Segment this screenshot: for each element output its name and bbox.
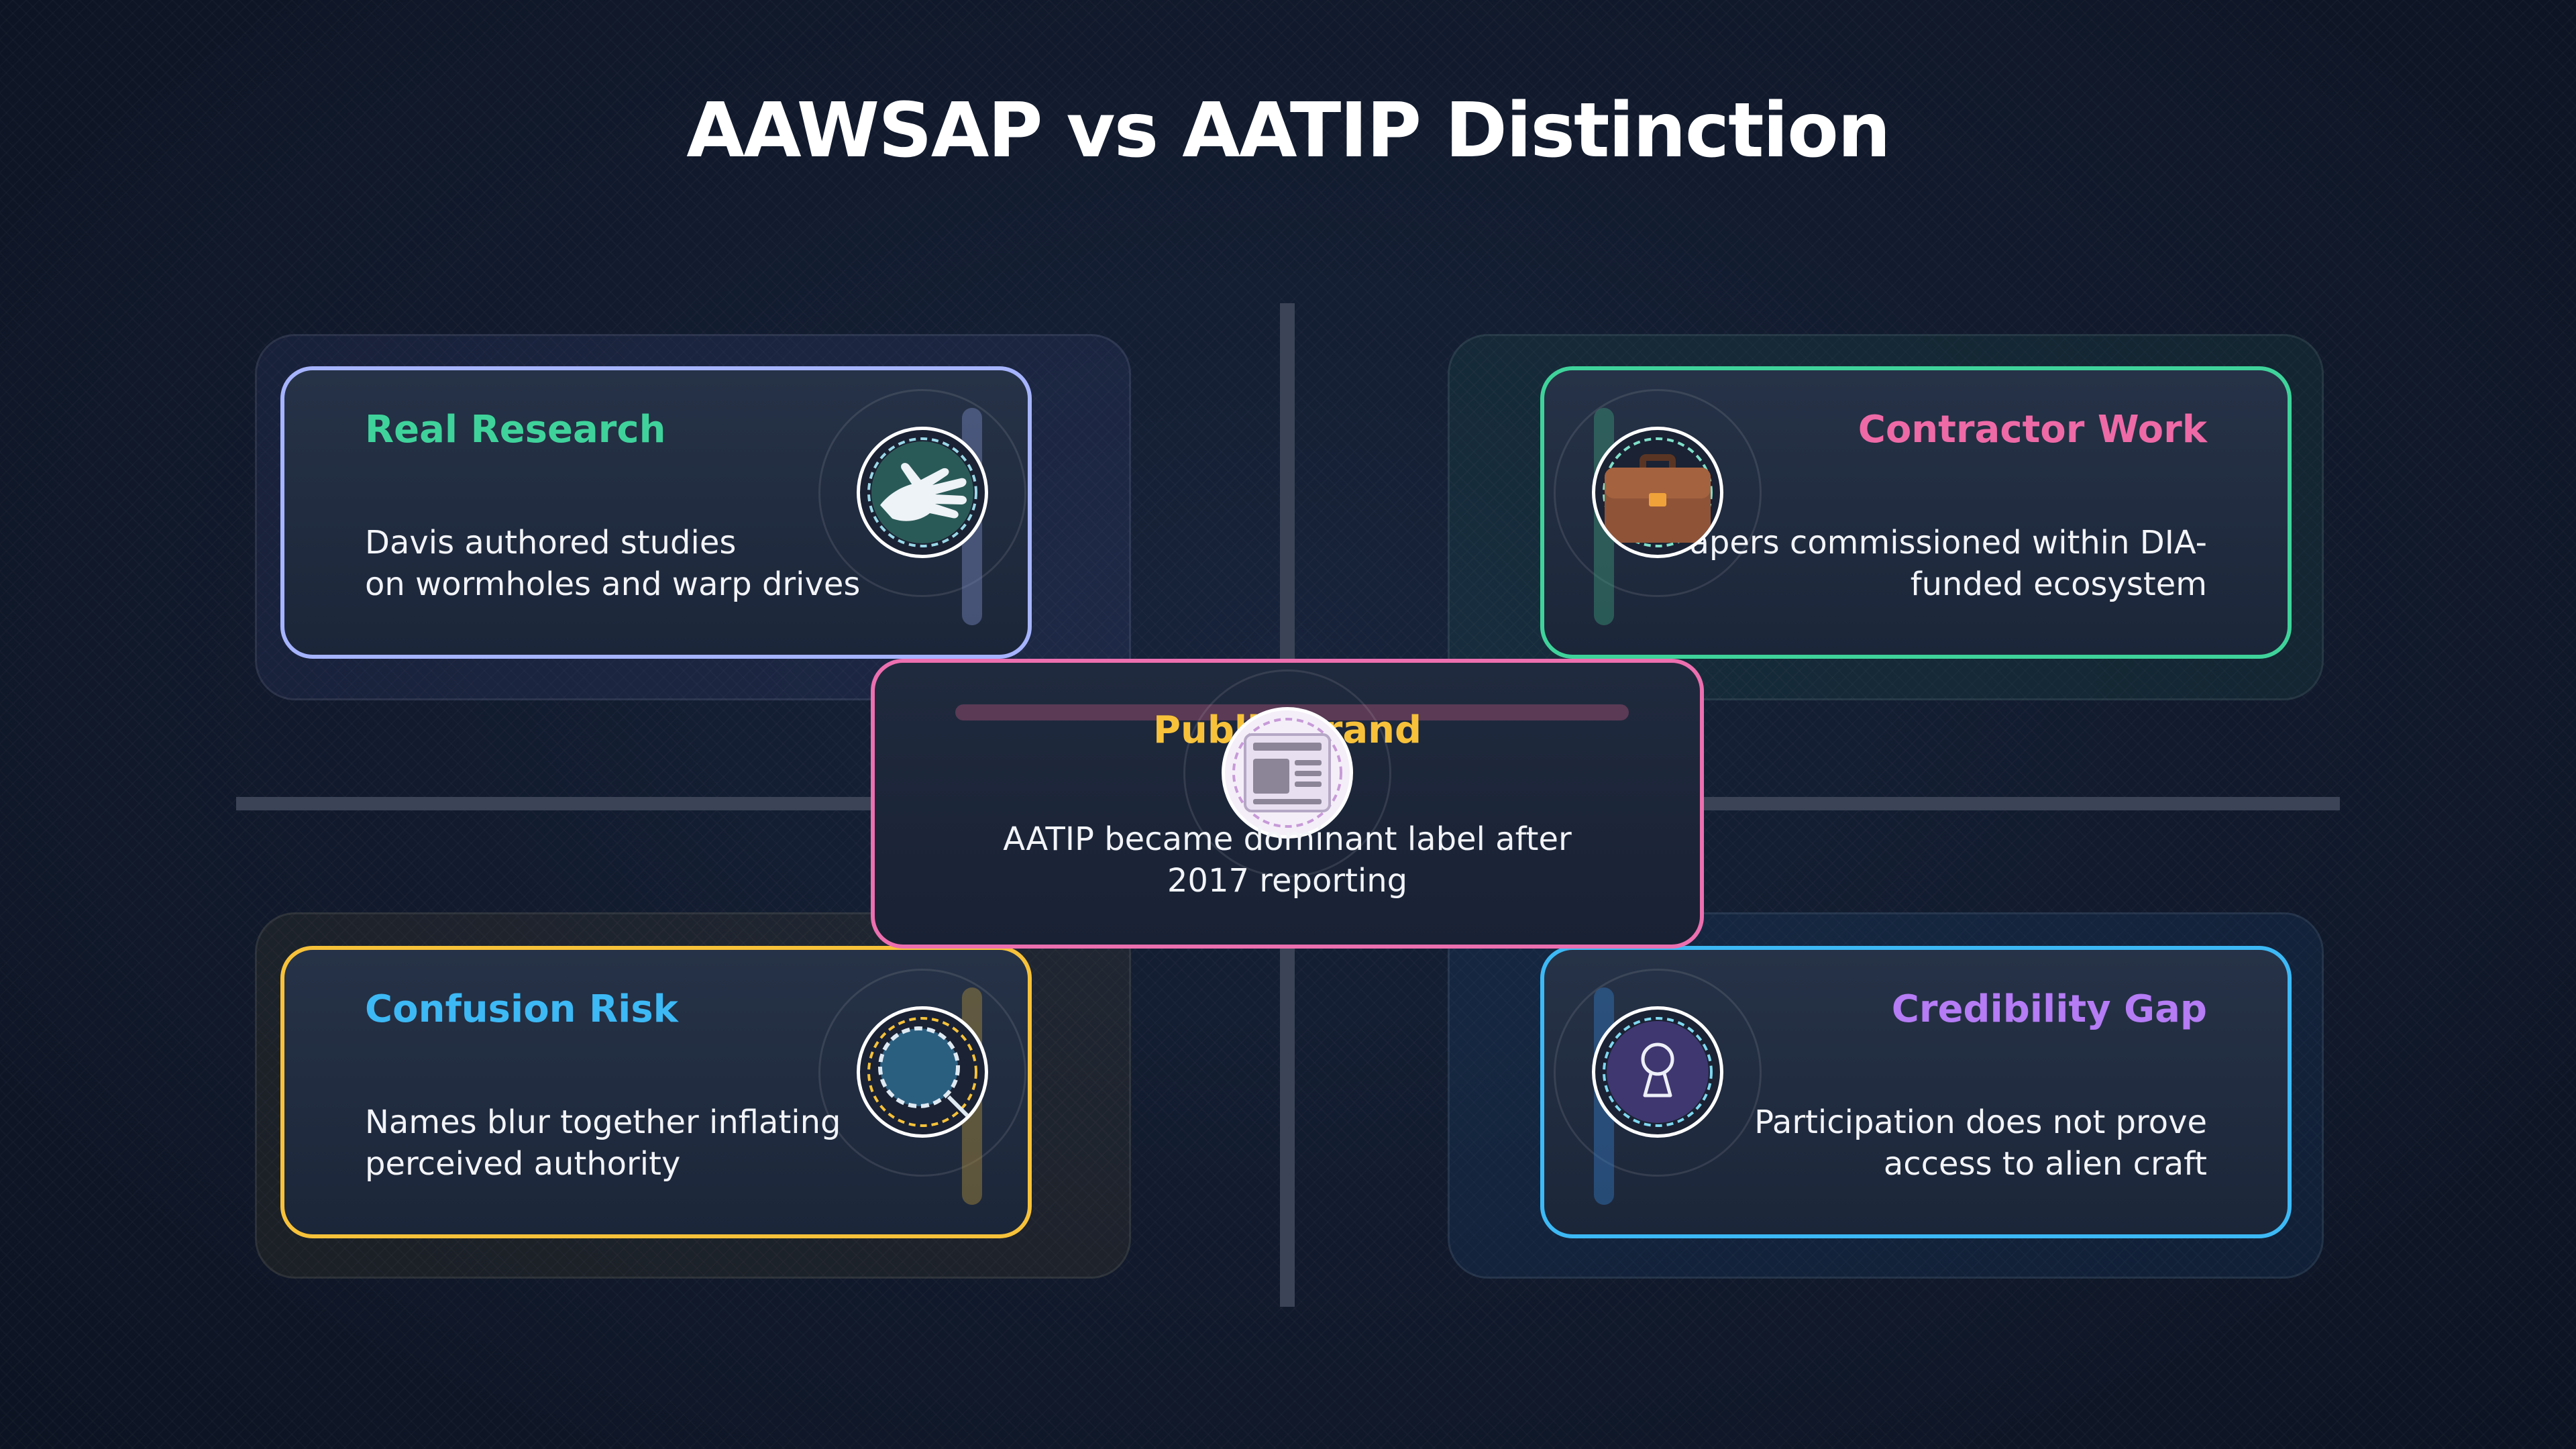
icon-ring	[1554, 389, 1762, 597]
newspaper-icon	[1222, 707, 1353, 839]
card-title: Contractor Work	[1858, 408, 2207, 451]
magnifier-icon	[857, 1006, 988, 1138]
card-confusion-risk[interactable]: Confusion Risk Names blur together infla…	[280, 946, 1032, 1238]
card-description: Papers commissioned within DIA- funded e…	[1671, 524, 2207, 603]
briefcase-icon	[1592, 427, 1723, 558]
icon-ring	[818, 389, 1026, 597]
card-description: Participation does not prove access to a…	[1754, 1104, 2207, 1183]
card-contractor-work[interactable]: Contractor Work Papers commissioned with…	[1540, 366, 2292, 659]
card-title: Confusion Risk	[365, 987, 678, 1031]
card-description: Names blur together inflating perceived …	[365, 1104, 841, 1183]
icon-ring	[1554, 969, 1762, 1177]
card-credibility-gap[interactable]: Credibility Gap Participation does not p…	[1540, 946, 2292, 1238]
card-description: Davis authored studies on wormholes and …	[365, 524, 861, 603]
card-real-research[interactable]: Real Research Davis authored studies on …	[280, 366, 1032, 659]
card-description: AATIP became dominant label after 2017 r…	[1003, 820, 1572, 900]
icon-ring	[1183, 669, 1391, 877]
card-title: Real Research	[365, 408, 666, 451]
card-title: Credibility Gap	[1891, 987, 2207, 1031]
hand-icon	[857, 427, 988, 558]
keyhole-icon	[1592, 1006, 1723, 1138]
card-public-brand[interactable]: Public Brand AATIP became dominant label…	[871, 659, 1704, 949]
icon-ring	[818, 969, 1026, 1177]
page-title: AAWSAP vs AATIP Distinction	[686, 87, 1890, 174]
